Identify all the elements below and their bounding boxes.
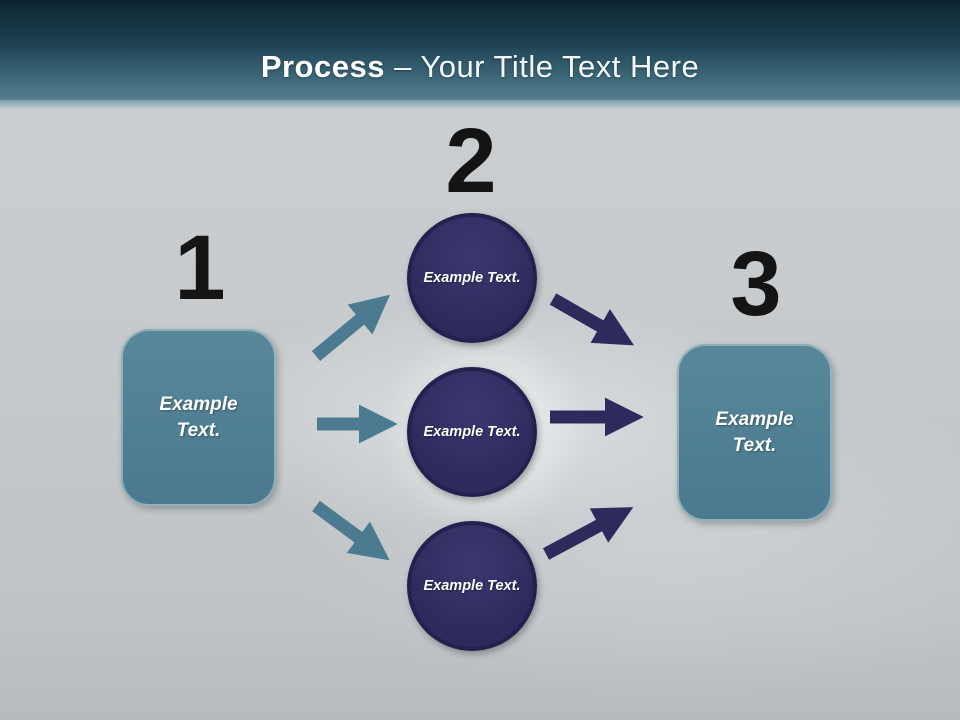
process-circle-bottom: Example Text. [407,521,537,651]
step-number-2: 2 [445,110,497,212]
process-circle-middle: Example Text. [407,367,537,497]
process-circle-bottom-label: Example Text. [423,577,521,594]
title-rest: – Your Title Text Here [394,49,700,84]
process-circle-top-label: Example Text. [423,269,521,286]
process-circle-top: Example Text. [407,213,537,343]
process-box-1: Example Text. [121,329,276,506]
step-number-1: 1 [174,217,226,319]
process-circle-middle-label: Example Text. [423,423,521,440]
title-band: Process – Your Title Text Here [0,0,960,100]
process-box-3: Example Text. [677,344,832,521]
arrow-circle-top-to-box3 [549,293,635,346]
process-box-3-label: Example Text. [715,408,794,456]
process-box-1-label: Example Text. [159,393,238,441]
arrow-circle-bottom-to-box3 [542,507,634,560]
arrow-box1-to-circle-bottom [312,500,390,561]
arrow-box1-to-circle-top [311,294,391,362]
slide-title: Process – Your Title Text Here [261,49,699,85]
step-number-3: 3 [730,233,782,335]
title-band-edge [0,100,960,109]
title-emphasis: Process [260,49,385,84]
